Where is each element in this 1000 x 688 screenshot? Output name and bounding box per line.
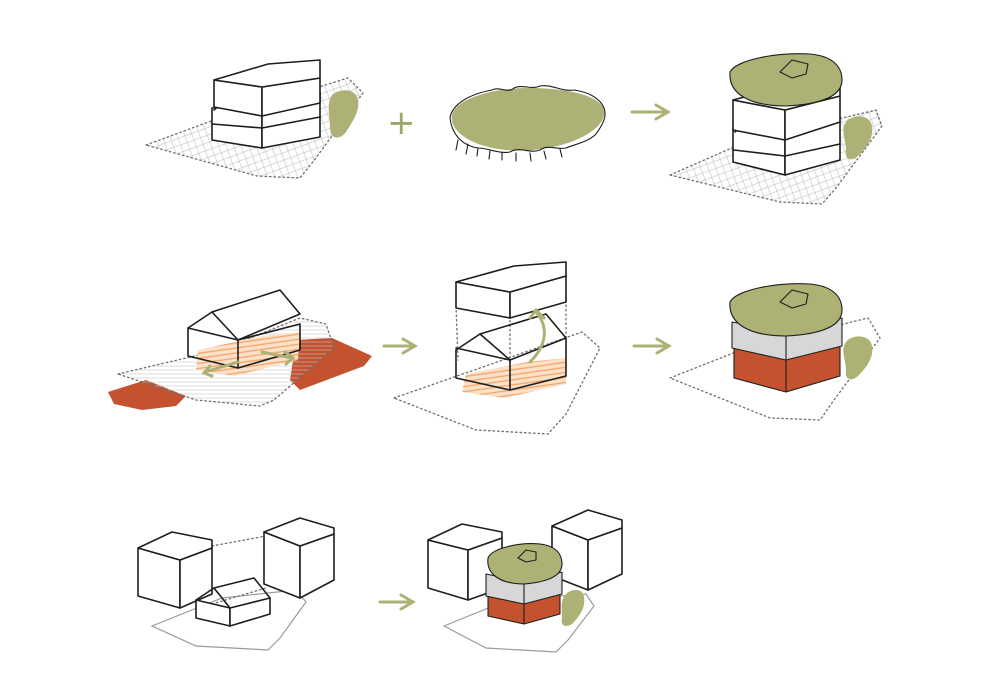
green-cloud	[451, 88, 605, 151]
row1-step3-result	[667, 53, 883, 205]
row3-step1-context	[137, 517, 335, 651]
orange-plot-left	[108, 380, 186, 410]
row2-step3-result	[668, 283, 881, 421]
orange-hatched-floor	[196, 332, 300, 376]
green-roof-1	[729, 53, 842, 106]
tree-blob	[328, 90, 359, 138]
row2-step1-extension	[108, 289, 372, 410]
row3-step2-result	[427, 509, 623, 653]
row1-step2-green-roof	[449, 85, 606, 162]
site-plot-row2	[668, 317, 881, 421]
arrow-right-icon	[632, 337, 672, 355]
lift-plot	[392, 331, 601, 435]
arrow-right-icon	[382, 337, 418, 355]
upper-box-top	[213, 59, 321, 88]
arrow-right-icon	[630, 103, 671, 121]
green-roof-2	[729, 283, 842, 336]
plus-icon: +	[387, 103, 416, 143]
arrow-right-icon	[378, 593, 416, 611]
row2-step2-lift	[392, 261, 601, 435]
site-outline	[150, 589, 307, 651]
row1-step1-existing-building	[143, 59, 364, 179]
